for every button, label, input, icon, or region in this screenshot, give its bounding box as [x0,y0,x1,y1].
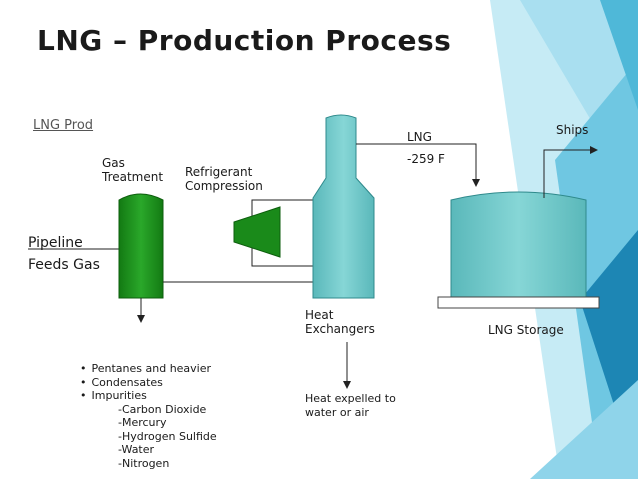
removed-item: Condensates [80,376,217,390]
section-label: LNG Prod [33,118,94,133]
heat-exchangers-label-line1: Heat [305,308,334,322]
refrigerant-label-line1: Refrigerant [185,165,253,179]
gas-treatment-tower [118,193,164,299]
gas-treatment-label-line2: Treatment [102,170,164,184]
heat-note-line1: Heat expelled to [305,392,396,405]
temperature-label: -259 F [407,152,445,166]
page-title: LNG – Production Process [37,24,452,57]
pipeline-label-line2: Feeds Gas [28,257,100,273]
impurity-item: -Nitrogen [118,456,170,470]
refrigerant-label-line2: Compression [185,179,263,193]
heat-expelled-note: Heat expelled to water or air [305,392,396,420]
impurity-item: -Hydrogen Sulfide [118,429,217,443]
impurity-item: -Carbon Dioxide [118,402,207,416]
lng-line [356,143,480,187]
decor-mid-triangle-2 [600,0,638,110]
impurity-item: -Mercury [118,416,167,429]
lng-label: LNG [407,130,432,144]
gas-treatment-label: Gas Treatment [102,156,163,184]
pipeline-feeds-gas-label: Pipeline Feeds Gas [28,232,100,276]
heat-exchangers-label: Heat Exchangers [305,308,375,336]
impurity-item: -Water [118,443,155,456]
ships-line [543,146,598,198]
storage-tank-base [437,296,600,309]
gas-treatment-label-line1: Gas [102,156,125,170]
lng-storage-label: LNG Storage [488,323,564,337]
heat-note-line2: water or air [305,406,369,419]
lng-storage-tank [450,191,587,298]
decor-bottom-triangle [530,380,638,479]
heat-exchanger [312,114,375,299]
ships-label: Ships [556,123,589,137]
compressor [233,206,281,258]
heat-exchangers-label-line2: Exchangers [305,322,375,336]
refrigerant-compression-label: Refrigerant Compression [185,165,263,193]
removed-item: Pentanes and heavier [80,362,217,376]
removed-item: Impurities [80,389,217,403]
removed-items-list: Pentanes and heavier Condensates Impurit… [80,362,217,470]
pipeline-label-line1: Pipeline [28,235,83,251]
